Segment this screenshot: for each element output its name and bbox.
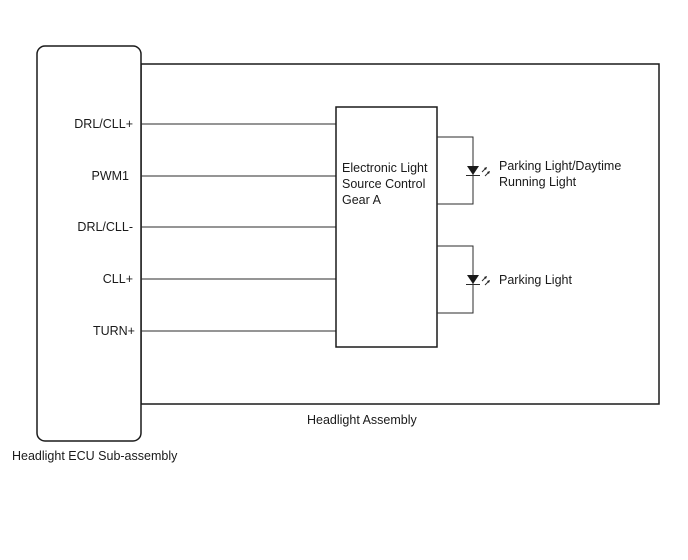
control-gear-label-line3: Gear A [342, 193, 382, 207]
light-emission-icon [481, 276, 490, 286]
pin-label-cll-plus: CLL+ [103, 272, 133, 286]
assembly-title: Headlight Assembly [307, 413, 418, 427]
pin-label-drl-cll-minus: DRL/CLL- [77, 220, 133, 234]
pin-label-turn-plus: TURN+ [93, 324, 135, 338]
headlight-ecu-box [36, 45, 142, 442]
light-label-parking-drl-line1: Parking Light/Daytime [499, 159, 621, 173]
light-emission-icon [481, 167, 490, 177]
light-label-parking-drl-line2: Running Light [499, 175, 577, 189]
pin-label-drl-cll-plus: DRL/CLL+ [74, 117, 133, 131]
ecu-title: Headlight ECU Sub-assembly [12, 449, 178, 463]
light-label-parking: Parking Light [499, 273, 572, 287]
led-diode-icon [467, 275, 479, 284]
control-gear-label-line2: Source Control [342, 177, 425, 191]
control-gear-label-line1: Electronic Light [342, 161, 428, 175]
led-circuit-parking-drl [437, 136, 490, 205]
led-diode-icon [467, 166, 479, 175]
control-gear-box [335, 106, 438, 348]
pin-label-pwm1: PWM1 [92, 169, 130, 183]
led-circuit-parking [437, 245, 490, 314]
